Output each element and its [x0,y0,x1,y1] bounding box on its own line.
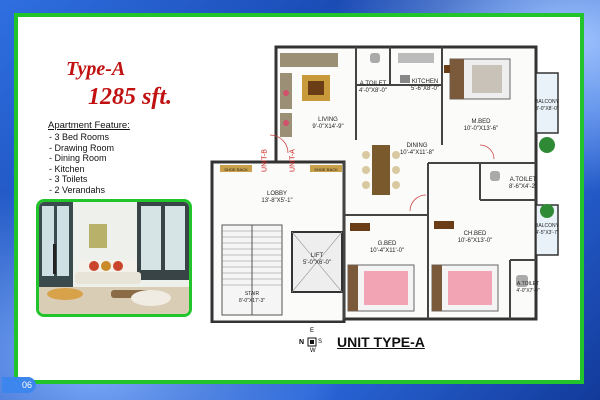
interior-photo [36,199,192,317]
area-label: 1285 sft. [88,84,172,110]
compass-e: E [310,328,315,334]
feature-item: - Dining Room [49,153,107,163]
unit-title: UNIT TYPE-A [337,334,425,350]
shoe-rack-right: SHOE RACK [314,167,338,172]
floor-plan-drawing [210,45,559,324]
compass: E N S W [298,328,326,356]
feature-item: - Kitchen [49,163,85,174]
unit-b-label: UNIT-B [261,149,269,172]
feature-item: - 3 Toilets [49,174,88,184]
page-number: 06 [2,377,36,393]
feature-item: - Drawing Room [49,142,115,153]
features-heading: Apartment Feature: [48,120,130,131]
feature-item: - 3 Bed Rooms [49,132,110,142]
compass-s: S [318,339,323,345]
features-list: - 3 Bed Rooms - Drawing Room - Dining Ro… [49,132,114,195]
unit-a-label: UNIT-A [289,149,297,172]
compass-n: N [299,339,305,346]
shoe-rack-left: SHOE RACK [224,167,248,172]
feature-item: - 2 Verandahs [49,184,106,195]
type-label: Type-A [66,58,126,80]
compass-w: W [310,348,316,354]
